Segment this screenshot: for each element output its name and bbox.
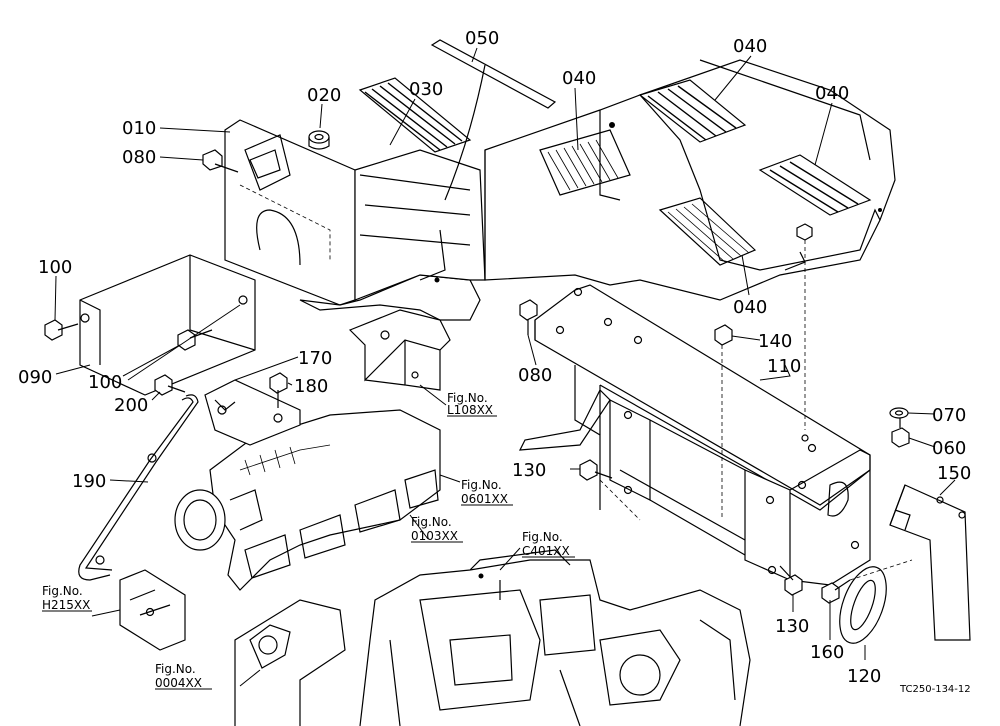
bolt-130-upper-icon — [579, 459, 613, 481]
part-label-030: 030 — [409, 79, 443, 100]
part-label-080: 080 — [518, 365, 552, 386]
figref-c401[interactable]: Fig.No. C401XX — [522, 530, 575, 558]
figref-0004[interactable]: Fig.No. 0004XX — [155, 662, 212, 690]
part-label-100: 100 — [88, 372, 122, 393]
part-label-160: 160 — [810, 642, 844, 663]
alignment-line — [849, 559, 913, 581]
figref-label: Fig.No. — [42, 584, 83, 598]
bracket-h215-drawing — [119, 569, 186, 651]
part-label-120: 120 — [847, 666, 881, 687]
figref-label: Fig.No. — [411, 515, 452, 529]
bolt-130-lower-icon — [779, 565, 803, 596]
part-label-080: 080 — [122, 147, 156, 168]
part-label-060: 060 — [932, 438, 966, 459]
cover-120-drawing — [839, 566, 887, 644]
figref-code: 0601XX — [461, 492, 508, 506]
nut-panel-icon — [796, 223, 813, 241]
part-label-100: 100 — [38, 257, 72, 278]
bolt-140-icon — [714, 324, 733, 520]
part-label-170: 170 — [298, 348, 332, 369]
bolt-100-right-icon — [177, 329, 213, 351]
rod-190-drawing — [78, 394, 199, 581]
exhaust-manifold-drawing — [174, 409, 441, 591]
figref-l108[interactable]: Fig.No. L108XX — [447, 391, 497, 417]
tread-mats-drawing — [358, 77, 872, 266]
figref-code: C401XX — [522, 544, 570, 558]
figref-code: H215XX — [42, 598, 90, 612]
part-label-040: 040 — [815, 83, 849, 104]
part-label-200: 200 — [114, 395, 148, 416]
platform-panel-drawing — [79, 59, 896, 396]
leader-lines — [54, 47, 956, 687]
figref-label: Fig.No. — [447, 391, 488, 405]
bolt-160-icon — [821, 579, 851, 604]
bolt-200-icon — [154, 374, 186, 396]
bolt-180-icon — [269, 372, 288, 408]
bracket-l108-drawing — [348, 309, 451, 391]
part-label-040: 040 — [733, 36, 767, 57]
figref-code: L108XX — [447, 403, 493, 417]
figref-0601[interactable]: Fig.No. 0601XX — [461, 478, 513, 506]
bolt-080-left-icon — [202, 149, 239, 173]
figref-0103[interactable]: Fig.No. 0103XX — [411, 515, 463, 543]
figure-references: Fig.No. L108XX Fig.No. 0601XX Fig.No. 01… — [42, 391, 575, 690]
figref-label: Fig.No. — [461, 478, 502, 492]
part-label-020: 020 — [307, 85, 341, 106]
figref-h215[interactable]: Fig.No. H215XX — [42, 584, 92, 612]
alignment-line — [599, 479, 641, 521]
part-label-140: 140 — [758, 331, 792, 352]
bracket-150-drawing — [889, 484, 971, 641]
drawing-code: TC250-134-12 — [899, 684, 971, 695]
part-label-150: 150 — [937, 463, 971, 484]
part-label-040: 040 — [733, 297, 767, 318]
bolt-060-icon — [891, 418, 910, 448]
part-label-180: 180 — [294, 376, 328, 397]
part-label-110: 110 — [767, 356, 801, 377]
part-label-050: 050 — [465, 28, 499, 49]
part-label-070: 070 — [932, 405, 966, 426]
figref-label: Fig.No. — [522, 530, 563, 544]
part-labels: 010 080 020 030 050 040 040 040 040 100 … — [18, 28, 971, 687]
figref-label: Fig.No. — [155, 662, 196, 676]
part-label-010: 010 — [122, 118, 156, 139]
figref-code: 0004XX — [155, 676, 202, 690]
part-label-130: 130 — [775, 616, 809, 637]
engine-block-drawing — [234, 549, 751, 726]
part-label-190: 190 — [72, 471, 106, 492]
nut-020-icon — [308, 130, 330, 150]
frame-110-drawing — [518, 284, 871, 586]
bolt-100-left-icon — [44, 319, 79, 341]
part-label-040: 040 — [562, 68, 596, 89]
wire-050-drawing — [430, 39, 557, 201]
figref-code: 0103XX — [411, 529, 458, 543]
washer-070-icon — [889, 407, 909, 419]
bracket-170-drawing — [204, 379, 301, 446]
bolt-080-center-icon — [519, 299, 538, 335]
part-label-130: 130 — [512, 460, 546, 481]
part-label-090: 090 — [18, 367, 52, 388]
